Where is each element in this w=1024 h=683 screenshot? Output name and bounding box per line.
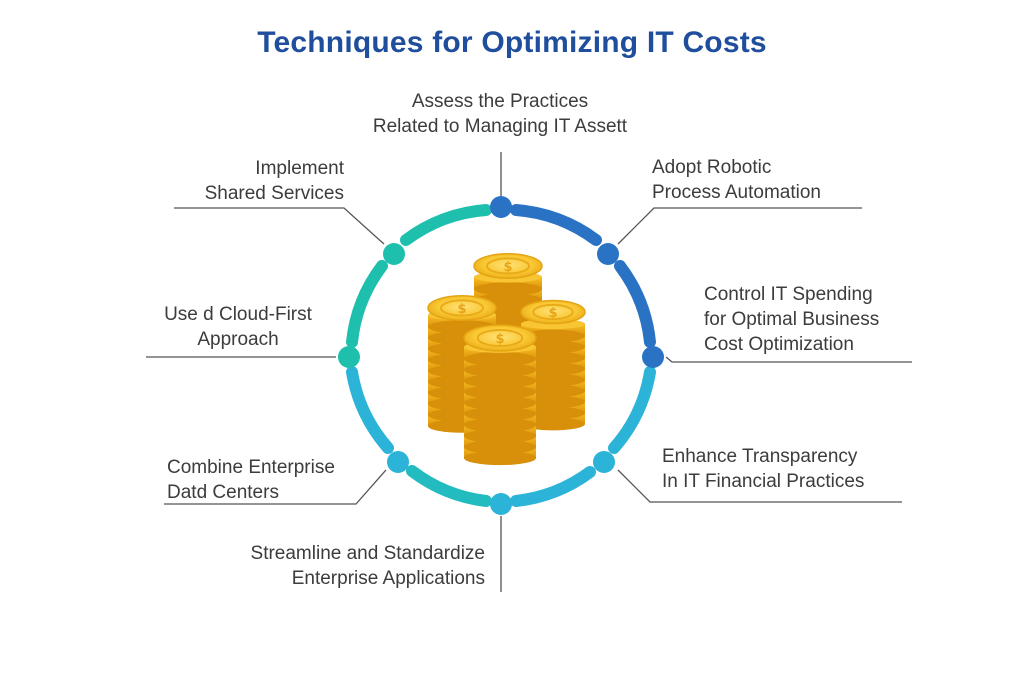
ring-segment-3 — [608, 366, 656, 454]
svg-text:$: $ — [495, 332, 504, 347]
ring-segment-5 — [406, 465, 492, 507]
ring-nodes — [338, 196, 664, 515]
ring-segment-8 — [400, 204, 492, 246]
ring — [346, 204, 656, 507]
node-streamline — [490, 493, 512, 515]
node-assess — [490, 196, 512, 218]
leader-line-shared — [174, 207, 385, 245]
coin-stack-icon: $ $ $ $ — [427, 253, 586, 466]
svg-text:$: $ — [548, 306, 557, 321]
node-control — [642, 346, 664, 368]
leader-line-transparency — [617, 469, 902, 503]
node-transparency — [593, 451, 615, 473]
svg-text:$: $ — [457, 302, 466, 317]
node-datacenters — [387, 451, 409, 473]
label-datacenters: Combine Enterprise Datd Centers — [167, 457, 335, 503]
ring-segment-2 — [614, 260, 656, 348]
leader-line-datacenters — [164, 469, 387, 505]
leader-line-control — [665, 356, 912, 363]
leader-lines — [146, 152, 912, 592]
label-cloud: Use d Cloud-First Approach — [164, 304, 312, 350]
label-shared: Implement Shared Services — [204, 158, 344, 204]
ring-segment-7 — [346, 260, 388, 348]
node-cloud — [338, 346, 360, 368]
coin-stack-right: $ — [520, 299, 586, 431]
ring-segment-4 — [510, 466, 596, 507]
ring-segment-6 — [346, 366, 394, 454]
label-control: Control IT Spending for Optimal Business… — [704, 284, 880, 355]
label-assess: Assess the Practices Related to Managing… — [372, 91, 628, 137]
page-title: Techniques for Optimizing IT Costs — [257, 26, 767, 59]
node-shared — [383, 243, 405, 265]
coin-stack-front: $ — [463, 324, 537, 466]
leader-line-rpa — [617, 207, 862, 245]
node-rpa — [597, 243, 619, 265]
label-transparency: Enhance Transparency In IT Financial Pra… — [662, 446, 865, 492]
ring-segment-1 — [510, 204, 602, 246]
svg-text:$: $ — [503, 260, 512, 275]
label-rpa: Adopt Robotic Process Automation — [652, 157, 821, 203]
label-streamline: Streamline and Standardize Enterprise Ap… — [250, 543, 485, 589]
